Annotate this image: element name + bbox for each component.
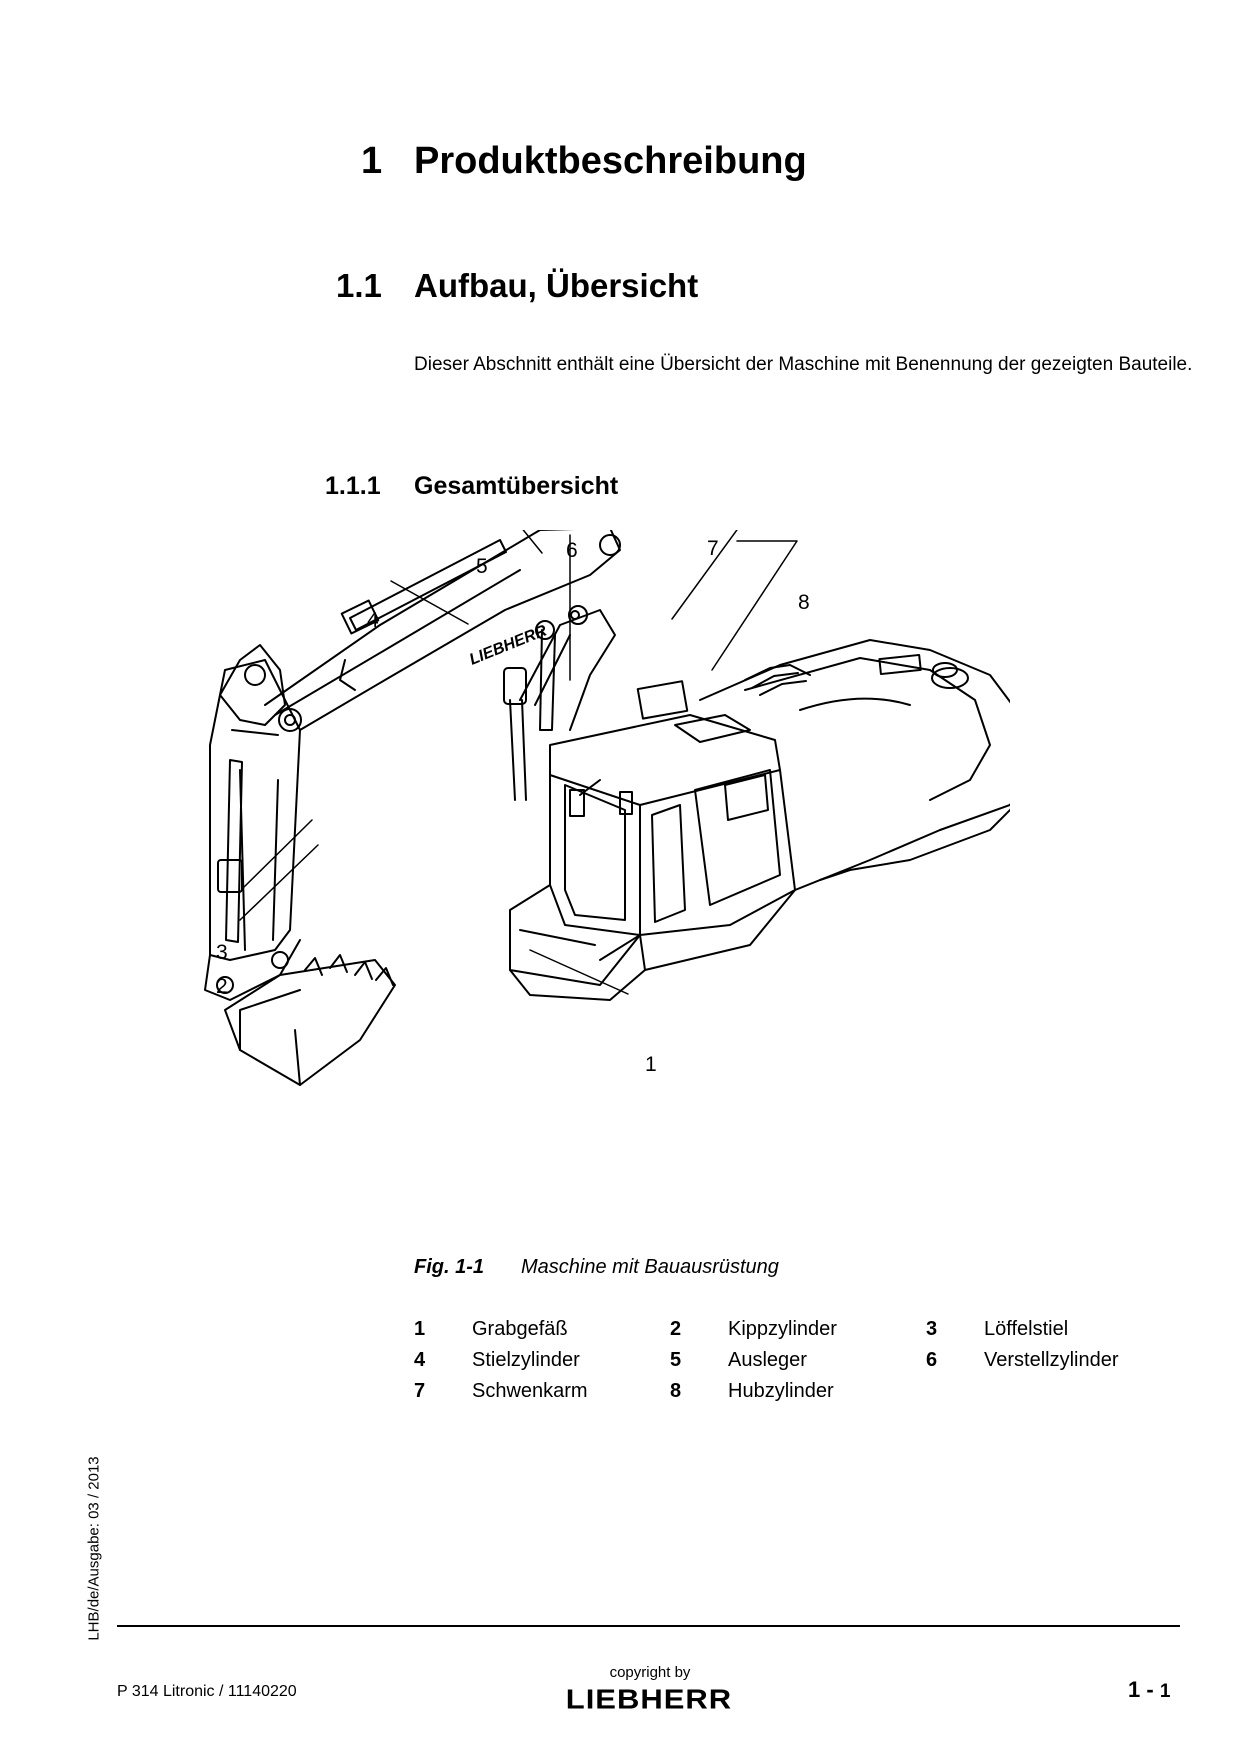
legend-number: 4: [414, 1349, 426, 1371]
subsection-number: 1.1.1: [325, 472, 381, 500]
boom-brand-text: LIEBHERR: [467, 622, 550, 669]
excavator-drawing: LIEBHERR 1 2 3 4 5 6 7 8: [204, 530, 1010, 1086]
callout-5: 5: [476, 555, 488, 578]
callout-1: 1: [645, 1053, 657, 1076]
legend-label: Grabgefäß: [472, 1318, 568, 1340]
legend-number: 1: [414, 1318, 426, 1340]
callout-2: 2: [216, 975, 228, 998]
callout-7: 7: [707, 537, 719, 560]
figure-caption-label: Fig. 1-1: [414, 1256, 485, 1278]
legend-number: 5: [670, 1349, 682, 1371]
callout-4: 4: [367, 609, 379, 632]
intro-paragraph: Dieser Abschnitt enthält eine Übersicht …: [414, 354, 1193, 375]
page-separator: -: [1146, 1677, 1154, 1702]
callout-3: 3: [216, 941, 228, 964]
legend-number: 6: [926, 1349, 938, 1371]
figure-caption-text: Maschine mit Bauausrüstung: [521, 1256, 779, 1278]
legend-number: 2: [670, 1318, 682, 1340]
section-title: Aufbau, Übersicht: [414, 267, 699, 304]
logo-wordmark: LIEBHERR: [566, 1684, 732, 1714]
section-number: 1.1: [336, 267, 382, 304]
excavator-figure: LIEBHERR 1 2 3 4 5 6 7 8: [170, 530, 1010, 1200]
legend-label: Löffelstiel: [984, 1318, 1069, 1340]
edition-note: LHB/de/Ausgabe: 03 / 2013: [85, 1456, 103, 1641]
legend-label: Schwenkarm: [472, 1380, 588, 1402]
callout-6: 6: [566, 539, 578, 562]
legend-label: Stielzylinder: [472, 1349, 580, 1371]
copyright-text: copyright by: [609, 1664, 691, 1681]
legend-label: Ausleger: [728, 1349, 807, 1371]
document-id: P 314 Litronic / 11140220: [117, 1683, 297, 1700]
chapter-number: 1: [361, 140, 383, 182]
chapter-title: Produktbeschreibung: [414, 140, 807, 182]
legend-label: Kippzylinder: [728, 1318, 837, 1340]
legend-number: 8: [670, 1380, 682, 1402]
logo-graphic: LIEBHERR: [566, 1684, 732, 1714]
page-number: 1 - 1: [1128, 1677, 1170, 1703]
page-index: 1: [1159, 1681, 1171, 1702]
legend-label: Verstellzylinder: [984, 1349, 1119, 1371]
legend-label: Hubzylinder: [728, 1380, 834, 1402]
footer-divider: [117, 1625, 1180, 1627]
callout-8: 8: [798, 591, 810, 614]
legend-number: 7: [414, 1380, 426, 1402]
liebherr-logo: LIEBHERR: [549, 1684, 749, 1714]
subsection-title: Gesamtübersicht: [414, 472, 619, 500]
legend-number: 3: [926, 1318, 938, 1340]
page-chapter: 1: [1128, 1677, 1141, 1702]
